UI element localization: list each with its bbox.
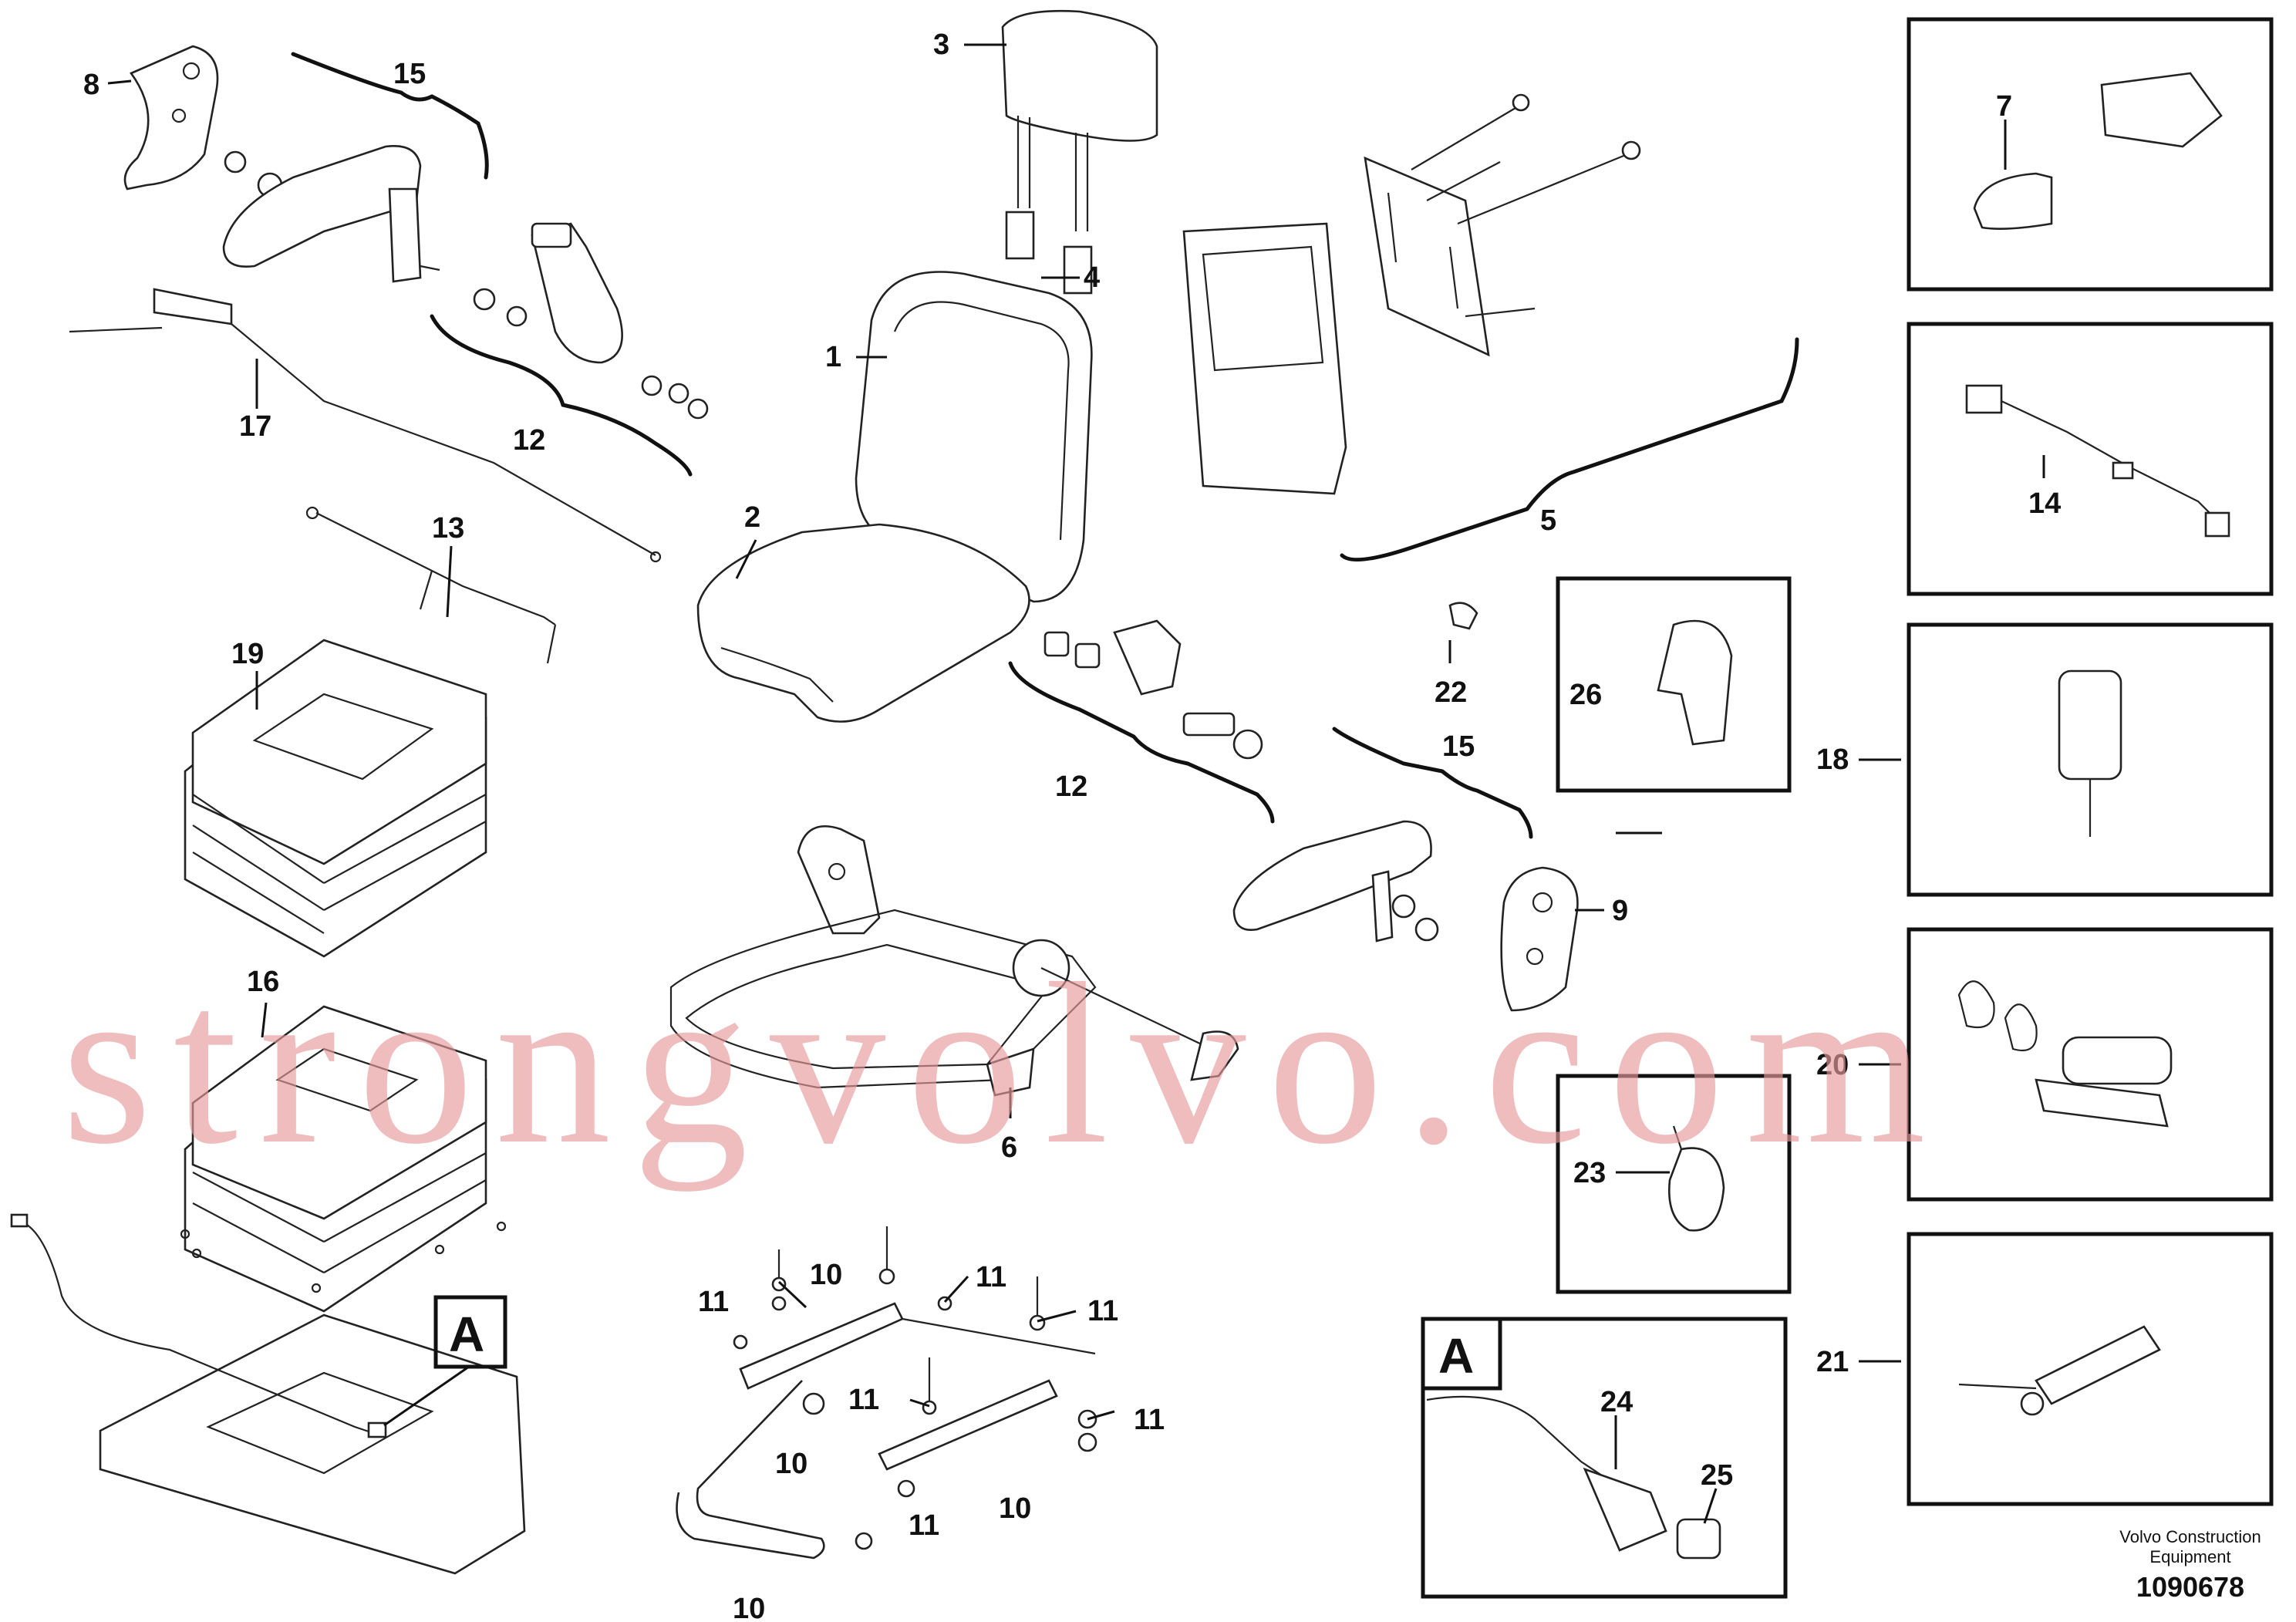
callout-9: 9 [1612, 895, 1628, 927]
callout-numbers: 3 4 1 2 5 8 15 12 17 13 19 16 12 22 15 9… [83, 29, 2061, 1622]
part-3-headrest [1001, 9, 1158, 231]
part-13-wire-bar [305, 506, 557, 664]
detail-box-26 [1556, 576, 1792, 793]
callout-25: 25 [1701, 1459, 1733, 1492]
callout-15-left: 15 [393, 58, 426, 90]
callout-11-b: 11 [976, 1261, 1006, 1293]
callout-5: 5 [1540, 504, 1556, 537]
part-9-side-panel [1500, 866, 1579, 1012]
part-16-suspension-bellows [180, 1005, 507, 1313]
callout-10-right: 10 [999, 1492, 1031, 1525]
seat-base-plate [10, 1213, 526, 1575]
detail-tag-A-label: A [449, 1307, 484, 1362]
maker-line-1: Volvo Construction [2119, 1527, 2261, 1546]
callout-10-mid: 10 [775, 1448, 807, 1480]
part-5-rear-panel [1182, 93, 1641, 495]
callout-3: 3 [933, 29, 949, 61]
callout-10-top: 10 [810, 1259, 842, 1291]
part-15-right-armrest [1232, 820, 1439, 943]
document-number: 1090678 [2136, 1571, 2244, 1603]
part-12-left-seat-belt [473, 222, 709, 420]
callout-22: 22 [1435, 676, 1467, 709]
callout-20: 20 [1816, 1049, 1849, 1081]
callout-11-c: 11 [1087, 1295, 1118, 1327]
callout-17: 17 [239, 410, 271, 443]
part-22-clip [1448, 602, 1478, 630]
callout-21: 21 [1816, 1346, 1849, 1378]
part-4-headrest-guides [1005, 211, 1093, 295]
callout-1: 1 [825, 341, 841, 373]
detail-box-18 [1907, 622, 2274, 897]
detail-box-A [1421, 1317, 1788, 1599]
detail-box-20 [1907, 927, 2274, 1202]
callout-18: 18 [1816, 744, 1849, 776]
callout-13: 13 [432, 512, 464, 545]
callout-26: 26 [1569, 679, 1602, 711]
leader-lines [107, 43, 2045, 1524]
callout-12-left: 12 [513, 424, 545, 457]
callout-11-a: 11 [698, 1286, 729, 1318]
callout-7: 7 [1996, 90, 2012, 123]
detail-box-14 [1907, 322, 2274, 596]
callout-11-f: 11 [909, 1509, 939, 1542]
part-11-fasteners [733, 1226, 1046, 1415]
callout-15-right: 15 [1442, 730, 1475, 763]
detail-box-21 [1907, 1232, 2274, 1506]
part-8-side-panel [123, 45, 219, 191]
callout-11-d: 11 [848, 1384, 879, 1416]
callout-12-right: 12 [1055, 771, 1087, 803]
callout-16: 16 [247, 966, 279, 998]
detail-tag-A [433, 1295, 507, 1369]
part-19-suspension-bellows [184, 639, 487, 958]
part-17-cable-harness [69, 288, 662, 563]
maker-line-2: Equipment [2149, 1547, 2230, 1566]
callout-24: 24 [1600, 1386, 1633, 1418]
detail-box-7 [1907, 17, 2274, 292]
callout-10-bottom: 10 [733, 1593, 765, 1622]
watermark-text: strongvolvo.com [62, 936, 1947, 1192]
callout-14: 14 [2028, 487, 2061, 520]
part-15-left-armrest [222, 145, 440, 283]
detail-box-23 [1556, 1074, 1792, 1294]
detail-box-A-label: A [1438, 1328, 1474, 1384]
part-12-right-seat-belt [1043, 619, 1263, 760]
callout-6: 6 [1001, 1131, 1017, 1164]
group-brackets [291, 52, 1799, 839]
part-2-seat-cushion [696, 523, 1030, 723]
part-6-seat-frame [669, 825, 1239, 1097]
callout-4: 4 [1084, 261, 1100, 294]
callout-11-e: 11 [1134, 1404, 1165, 1436]
callout-23: 23 [1573, 1157, 1606, 1189]
callout-2: 2 [744, 501, 760, 534]
callout-19: 19 [231, 638, 264, 670]
callout-8: 8 [83, 69, 99, 101]
